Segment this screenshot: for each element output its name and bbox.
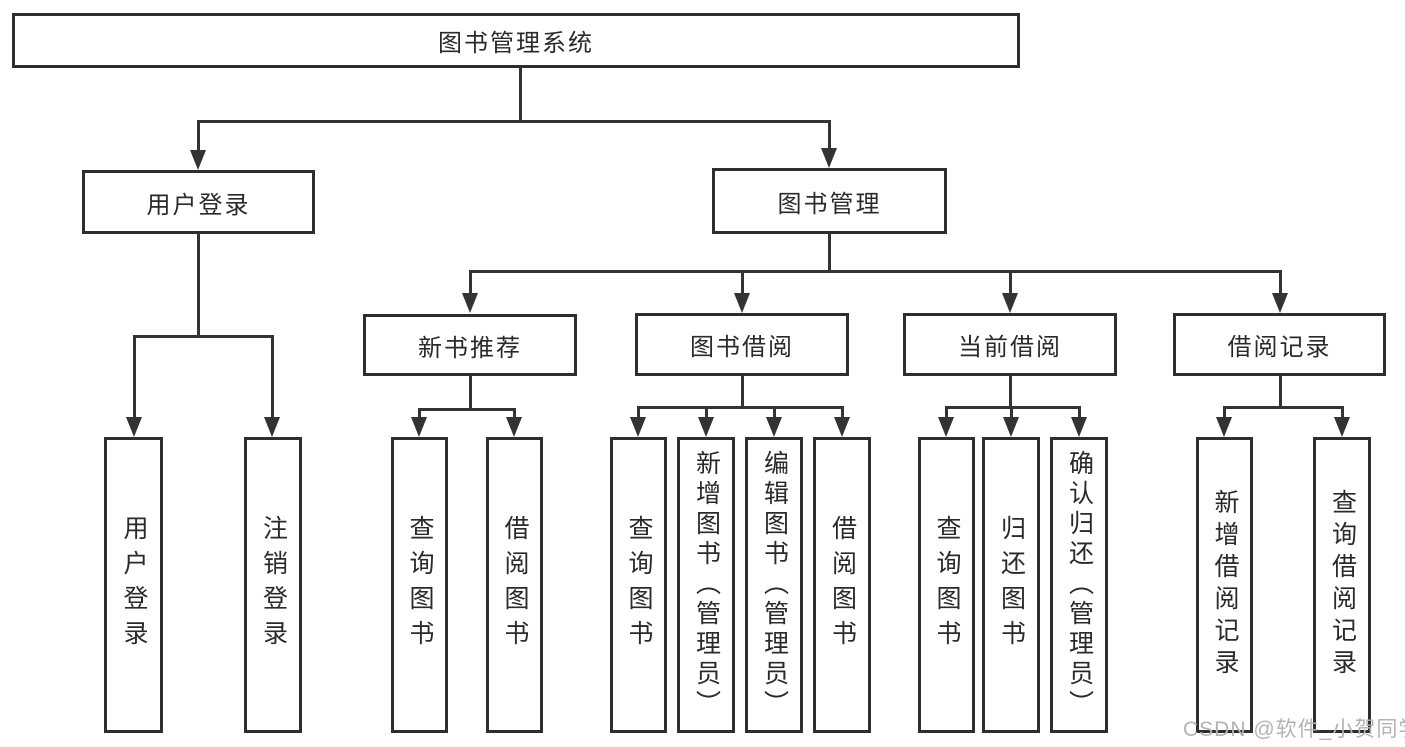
- node-new-books: 新书推荐: [363, 314, 577, 376]
- leaf-current-return-label: 归还图书: [997, 515, 1026, 655]
- connector-to-book-borrow: [741, 270, 744, 293]
- connector-mgmt-rail: [470, 270, 1282, 273]
- leaf-user-login: 用户登录: [104, 437, 163, 733]
- connector-to-bb-query: [637, 406, 640, 417]
- connector-to-borrow-records: [1279, 270, 1282, 293]
- connector-to-cb-return: [1010, 406, 1013, 417]
- leaf-newbooks-borrow-label: 借阅图书: [501, 515, 529, 655]
- arrowhead-bb-add: [698, 417, 714, 437]
- connector-to-cb-query: [945, 406, 948, 417]
- arrowhead-cb-confirm: [1071, 417, 1087, 437]
- node-library-system-label: 图书管理系统: [438, 30, 594, 57]
- leaf-records-query-label: 查询借阅记录: [1328, 489, 1357, 681]
- leaf-logout-label: 注销登录: [259, 515, 288, 655]
- node-user-login: 用户登录: [82, 170, 315, 234]
- arrowhead-cb-query: [938, 417, 954, 437]
- connector-currentborrow-stem: [1009, 376, 1012, 406]
- leaf-borrow-query: 查询图书: [610, 437, 667, 733]
- node-new-books-label: 新书推荐: [418, 334, 522, 362]
- connector-root-stem: [519, 68, 522, 120]
- connector-newbooks-rail: [419, 408, 515, 411]
- connector-to-new-books: [469, 270, 472, 293]
- arrowhead-borrow-records: [1272, 293, 1288, 313]
- node-current-borrow: 当前借阅: [903, 313, 1117, 376]
- leaf-logout: 注销登录: [244, 437, 302, 733]
- node-borrow-records-label: 借阅记录: [1227, 334, 1332, 361]
- connector-records-stem: [1279, 376, 1282, 406]
- connector-to-br-add: [1223, 406, 1226, 417]
- arrowhead-book-borrow: [734, 293, 750, 313]
- connector-to-br-query: [1341, 406, 1344, 417]
- node-book-mgmt: 图书管理: [712, 168, 947, 234]
- leaf-borrow-query-label: 查询图书: [625, 515, 653, 655]
- connector-to-user-login: [197, 120, 200, 150]
- connector-to-book-mgmt: [828, 120, 831, 148]
- leaf-borrow-add-admin: 新增图书（管理员）: [677, 437, 735, 733]
- connector-to-leaf-logout: [271, 335, 274, 417]
- connector-to-bb-edit: [773, 406, 776, 417]
- connector-to-bb-borrow: [841, 406, 844, 417]
- leaf-records-query: 查询借阅记录: [1313, 437, 1371, 733]
- leaf-current-query-label: 查询图书: [933, 515, 961, 655]
- connector-currentborrow-rail: [946, 406, 1080, 409]
- connector-to-current-borrow: [1009, 270, 1012, 293]
- connector-bookborrow-rail: [638, 406, 844, 409]
- connector-to-nb-borrow: [513, 408, 516, 417]
- arrowhead-br-query: [1334, 417, 1350, 437]
- leaf-records-add-label: 新增借阅记录: [1211, 489, 1239, 681]
- leaf-borrow-add-admin-label: 新增图书（管理员）: [692, 450, 721, 720]
- arrowhead-new-books: [462, 293, 478, 313]
- leaf-newbooks-query: 查询图书: [391, 437, 448, 733]
- leaf-newbooks-query-label: 查询图书: [406, 515, 434, 655]
- csdn-watermark: CSDN @软件_小贺同学: [1183, 718, 1405, 741]
- node-current-borrow-label: 当前借阅: [958, 334, 1062, 361]
- connector-to-cb-confirm: [1078, 406, 1081, 417]
- arrowhead-br-add: [1216, 417, 1232, 437]
- arrowhead-bb-query: [630, 417, 646, 437]
- leaf-newbooks-borrow: 借阅图书: [486, 437, 543, 733]
- node-book-mgmt-label: 图书管理: [777, 190, 882, 218]
- leaf-borrow-borrow: 借阅图书: [813, 437, 871, 733]
- arrowhead-current-borrow: [1002, 293, 1018, 313]
- arrowhead-book-mgmt: [821, 148, 837, 168]
- connector-newbooks-stem: [469, 376, 472, 408]
- connector-login-rail: [134, 335, 274, 338]
- arrowhead-nb-borrow: [506, 417, 522, 437]
- node-book-borrow: 图书借阅: [635, 313, 849, 376]
- arrowhead-bb-edit: [766, 417, 782, 437]
- arrowhead-cb-return: [1003, 417, 1019, 437]
- node-borrow-records: 借阅记录: [1173, 313, 1386, 376]
- leaf-borrow-borrow-label: 借阅图书: [828, 515, 857, 655]
- node-book-borrow-label: 图书借阅: [690, 334, 794, 361]
- leaf-current-return: 归还图书: [982, 437, 1040, 733]
- connector-login-stem: [197, 234, 200, 335]
- leaf-user-login-label: 用户登录: [120, 515, 148, 655]
- leaf-borrow-edit-admin: 编辑图书（管理员）: [745, 437, 803, 733]
- leaf-current-query: 查询图书: [918, 437, 975, 733]
- connector-to-nb-query: [418, 408, 421, 417]
- connector-mgmt-stem: [828, 234, 831, 270]
- leaf-current-confirm-admin: 确认归还（管理员）: [1050, 437, 1108, 733]
- leaf-current-confirm-admin-label: 确认归还（管理员）: [1065, 450, 1094, 720]
- arrowhead-nb-query: [411, 417, 427, 437]
- arrowhead-leaf-login: [126, 417, 142, 437]
- arrowhead-user-login: [190, 150, 206, 170]
- arrowhead-leaf-logout: [264, 417, 280, 437]
- connector-bookborrow-stem: [741, 376, 744, 406]
- node-user-login-label: 用户登录: [146, 191, 251, 219]
- leaf-records-add: 新增借阅记录: [1196, 437, 1253, 733]
- node-library-system: 图书管理系统: [12, 13, 1020, 68]
- connector-root-rail: [197, 120, 831, 123]
- leaf-borrow-edit-admin-label: 编辑图书（管理员）: [760, 450, 789, 720]
- connector-to-leaf-login: [133, 335, 136, 417]
- connector-records-rail: [1224, 406, 1344, 409]
- arrowhead-bb-borrow: [834, 417, 850, 437]
- connector-to-bb-add: [705, 406, 708, 417]
